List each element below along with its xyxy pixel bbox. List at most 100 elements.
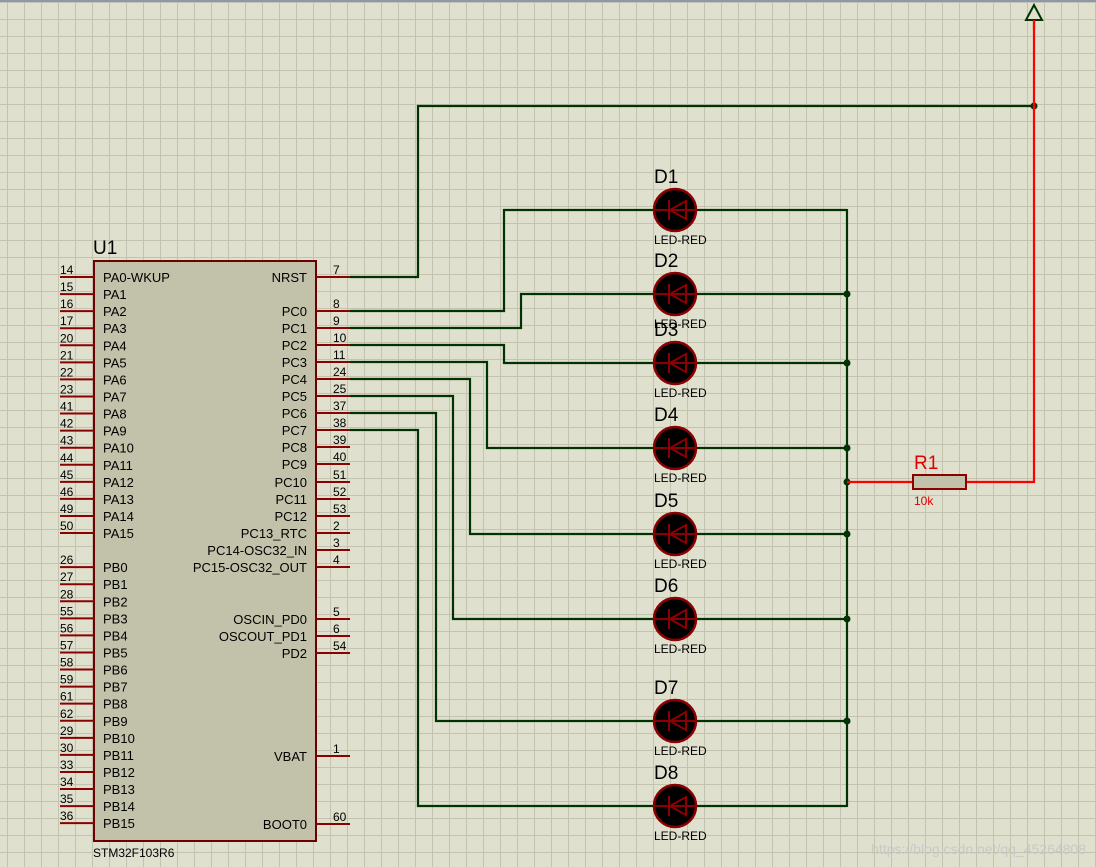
mcu-pin-name: PD2: [282, 646, 307, 661]
wire-pc3-d4[interactable]: [350, 360, 655, 450]
mcu-pin-name: PB9: [103, 714, 128, 729]
window-top-border: [0, 0, 1096, 2]
wire-pc5-d6[interactable]: [350, 394, 655, 621]
junction: [843, 359, 851, 367]
led-value-label: LED-RED: [654, 471, 707, 485]
mcu-pin-name: PA0-WKUP: [103, 270, 170, 285]
junction: [843, 717, 851, 725]
mcu-pin-number: 21: [60, 348, 74, 362]
mcu-pin-number: 30: [60, 741, 74, 755]
led-ref-label: D2: [654, 251, 678, 272]
wire-pc7-d8[interactable]: [350, 428, 655, 808]
mcu-pin-number: 37: [333, 399, 347, 413]
mcu-pin-name: PB15: [103, 816, 135, 831]
mcu-pin-number: 45: [60, 468, 74, 482]
mcu-pin-name: PA3: [103, 321, 127, 336]
mcu-pin-number: 36: [60, 809, 74, 823]
mcu-pin-number: 40: [333, 450, 347, 464]
mcu-pin-name: PB8: [103, 697, 128, 712]
mcu-pin-name: PB3: [103, 611, 128, 626]
mcu-pin-number: 6: [333, 622, 340, 636]
diode-triangle-icon: [667, 795, 687, 817]
mcu-pin-number: 51: [333, 468, 347, 482]
mcu-body[interactable]: [93, 260, 317, 842]
wire-pc4-d5[interactable]: [350, 377, 655, 536]
mcu-pin-name: PA5: [103, 355, 127, 370]
led-value-label: LED-RED: [654, 829, 707, 843]
mcu-pin-number: 8: [333, 297, 340, 311]
mcu-pin-name: PA4: [103, 338, 127, 353]
mcu-pin-name: PA15: [103, 526, 134, 541]
mcu-pin-name: PA14: [103, 509, 134, 524]
mcu-pin-name: PC8: [282, 440, 307, 455]
mcu-pin-name: PB10: [103, 731, 135, 746]
wire-pc2-d3[interactable]: [350, 343, 655, 365]
mcu-pin-number: 61: [60, 690, 74, 704]
led-value-label: LED-RED: [654, 317, 707, 331]
junction: [843, 444, 851, 452]
wire-nrst[interactable]: [350, 104, 1034, 279]
mcu-pin-number: 11: [333, 348, 346, 362]
watermark: https://blog.csdn.net/qq_45264808: [871, 841, 1086, 857]
mcu-pin-number: 55: [60, 604, 74, 618]
mcu-pin-number: 25: [333, 382, 347, 396]
mcu-pin-name: PB7: [103, 680, 128, 695]
mcu-pin-number: 33: [60, 758, 74, 772]
resistor-r1[interactable]: R1 10k: [912, 453, 967, 508]
mcu-pin-number: 59: [60, 673, 74, 687]
mcu-pin-name: PB6: [103, 663, 128, 678]
resistor-body[interactable]: [912, 474, 967, 490]
wire-pc0-d1[interactable]: [350, 208, 655, 313]
led-ref-label: D8: [654, 763, 678, 784]
mcu-pin-number: 7: [333, 263, 340, 277]
mcu-pin-name: PC2: [282, 338, 307, 353]
mcu-pin-number: 58: [60, 656, 74, 670]
power-terminal-icon[interactable]: [1024, 2, 1044, 30]
mcu-pin-name: PB13: [103, 782, 135, 797]
mcu-pin-number: 22: [60, 365, 74, 379]
diode-triangle-icon: [667, 199, 687, 221]
mcu-right-pins: 7NRST8PC09PC110PC211PC324PC425PC537PC638…: [193, 263, 350, 832]
mcu-pin-number: 50: [60, 519, 74, 533]
mcu-pin-name: PA11: [103, 458, 133, 473]
wire-pc6-d7[interactable]: [350, 411, 655, 723]
led-ref-label: D5: [654, 491, 678, 512]
mcu-pin-number: 60: [333, 810, 347, 824]
mcu-pin-name: PB1: [103, 577, 128, 592]
mcu-pin-number: 46: [60, 485, 74, 499]
mcu-pin-name: PC11: [275, 492, 307, 507]
mcu-pin-number: 1: [333, 742, 340, 756]
wire-r1-power[interactable]: [966, 20, 1036, 484]
led-ref-label: D7: [654, 678, 678, 699]
mcu-pin-number: 52: [333, 485, 347, 499]
mcu-pin-name: OSCIN_PD0: [233, 612, 307, 627]
junction: [843, 290, 851, 298]
mcu-pin-number: 54: [333, 639, 347, 653]
mcu-pin-name: PC3: [282, 355, 307, 370]
wire-pc1-d2[interactable]: [350, 292, 655, 330]
mcu-pin-name: PB5: [103, 645, 128, 660]
mcu-pin-number: 49: [60, 502, 74, 516]
mcu-pin-name: PC9: [282, 457, 307, 472]
mcu-pin-number: 27: [60, 570, 74, 584]
junction: [843, 615, 851, 623]
diode-triangle-icon: [667, 437, 687, 459]
mcu-pin-name: PA6: [103, 372, 127, 387]
led-ref-label: D6: [654, 576, 678, 597]
mcu-pin-number: 26: [60, 553, 74, 567]
mcu-pin-number: 4: [333, 553, 340, 567]
junction: [843, 530, 851, 538]
mcu-pin-number: 41: [60, 400, 74, 414]
led-ref-label: D1: [654, 167, 678, 188]
mcu-pin-number: 28: [60, 587, 74, 601]
